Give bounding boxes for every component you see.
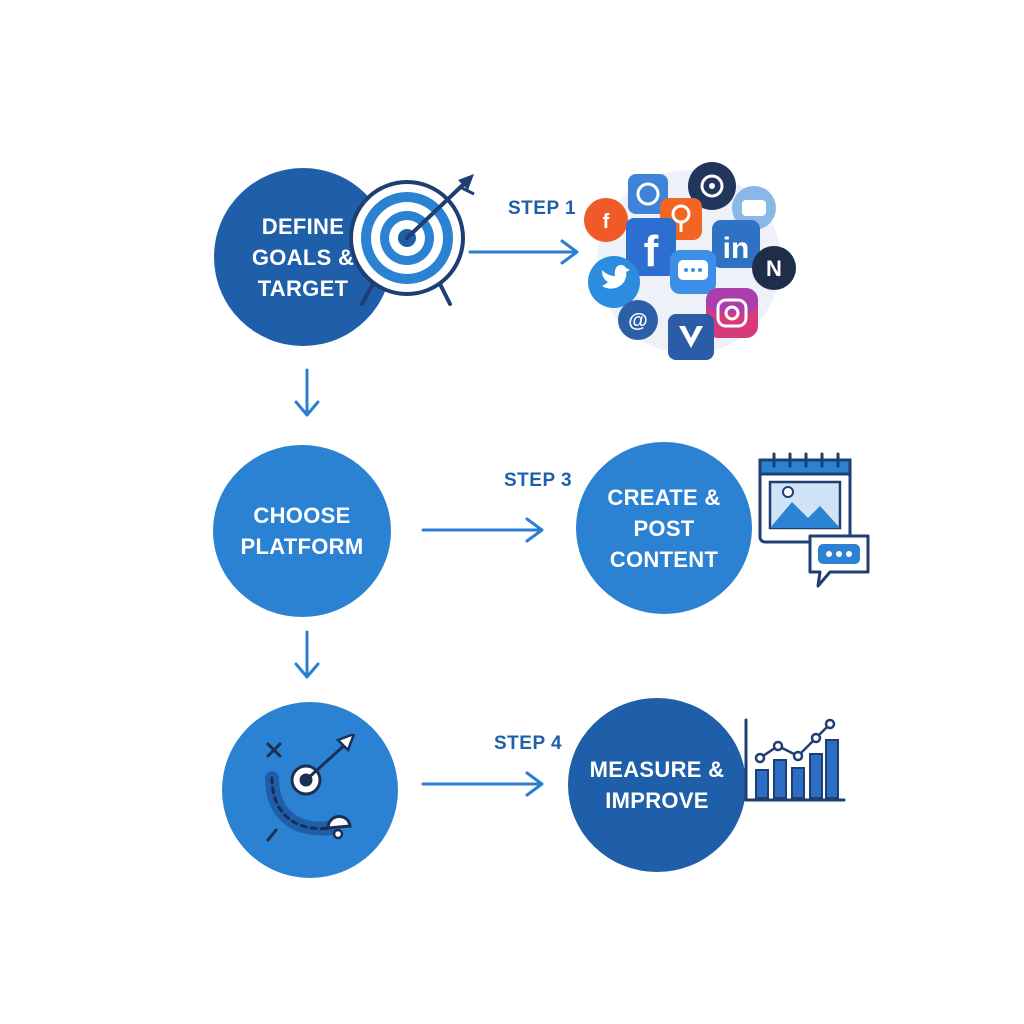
icon-dark-n-circle: N xyxy=(752,246,796,290)
icon-facebook: f xyxy=(626,218,676,276)
node-define-goals-label: DEFINE GOALS & TARGET xyxy=(251,213,355,301)
node-create-content: CREATE & POST CONTENT xyxy=(576,442,752,614)
target-arrow-icon xyxy=(349,174,475,306)
svg-text:@: @ xyxy=(628,310,648,332)
icon-chat-circle-light xyxy=(732,186,776,230)
icon-orange-circle: f xyxy=(584,198,628,242)
icon-at-circle: @ xyxy=(618,300,658,340)
calendar-image-icon xyxy=(758,452,852,544)
icon-shield-square xyxy=(668,314,714,360)
social-media-cluster-icon: f f in N @ xyxy=(584,162,796,360)
icon-twitter xyxy=(588,256,640,308)
icon-messenger xyxy=(670,250,716,294)
icon-dark-circle xyxy=(688,162,736,210)
arrow-strategy-to-measure xyxy=(421,771,544,797)
chat-bubble-icon xyxy=(808,534,870,588)
icon-instagram xyxy=(706,288,758,338)
arrow-choose-to-strategy xyxy=(294,630,320,679)
growth-chart-icon xyxy=(744,718,846,802)
strategy-arrow-icon xyxy=(265,734,356,842)
step-4-label: STEP 4 xyxy=(494,733,563,754)
svg-text:f: f xyxy=(603,211,610,233)
step-3-label: STEP 3 xyxy=(504,470,573,491)
arrow-define-to-social xyxy=(468,239,579,265)
arrow-define-to-choose xyxy=(294,368,320,417)
step-1-label: STEP 1 xyxy=(508,198,577,219)
svg-text:N: N xyxy=(766,256,782,281)
arrow-choose-to-create xyxy=(421,517,544,543)
node-choose-platform: CHOOSE PLATFORM xyxy=(213,445,391,617)
node-measure-improve: MEASURE & IMPROVE xyxy=(568,698,746,872)
node-measure-improve-label: MEASURE & IMPROVE xyxy=(589,757,725,813)
svg-text:in: in xyxy=(723,232,750,265)
node-choose-platform-label: CHOOSE PLATFORM xyxy=(240,503,364,559)
svg-text:f: f xyxy=(644,227,659,276)
node-create-content-label: CREATE & POST CONTENT xyxy=(607,484,721,572)
icon-linkedin: in xyxy=(712,220,760,268)
icon-generic-blue-square xyxy=(628,174,668,214)
